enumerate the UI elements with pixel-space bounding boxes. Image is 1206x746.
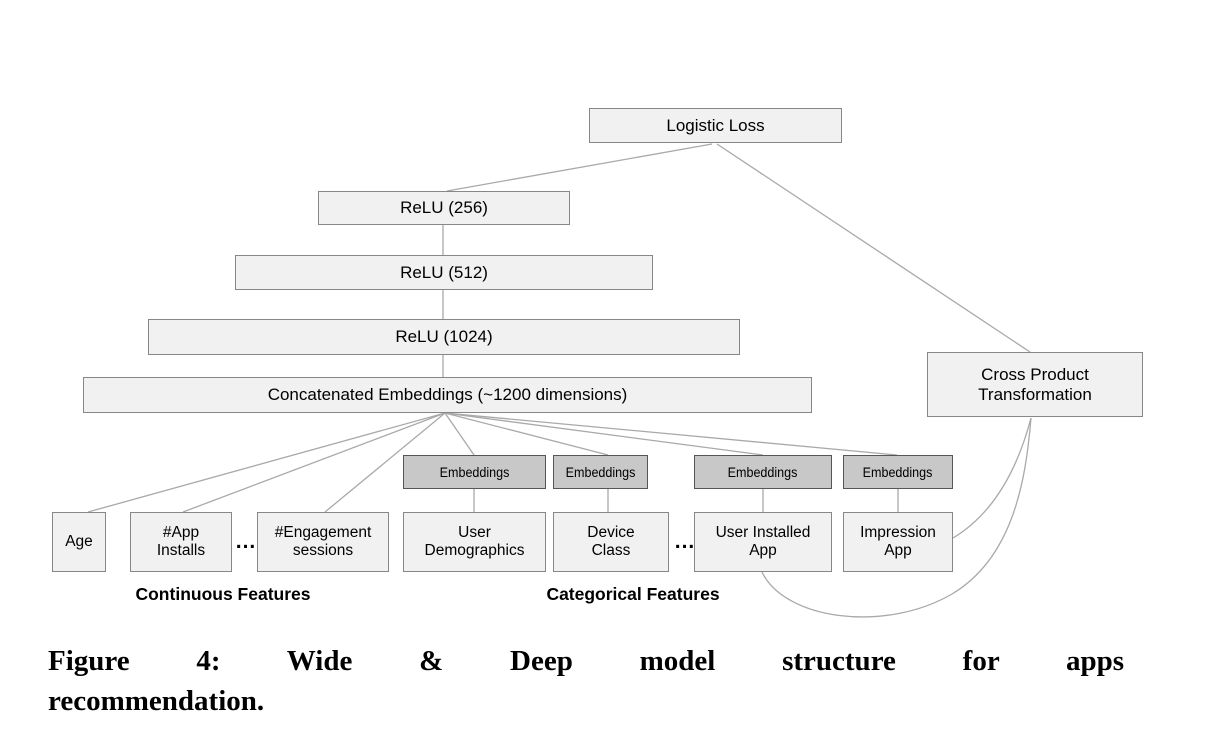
node-label: ReLU (256)	[400, 198, 488, 217]
edge-crossproduct-userinstalled-curve	[761, 417, 1032, 618]
node-label: Age	[65, 533, 93, 551]
ellipsis-categorical: ...	[674, 530, 696, 553]
node-relu-1024: ReLU (1024)	[148, 319, 740, 355]
label-categorical-features: Categorical Features	[546, 584, 720, 604]
node-embeddings-4: Embeddings	[843, 455, 953, 489]
node-label: Logistic Loss	[666, 115, 765, 135]
node-label: Impression App	[860, 524, 936, 559]
ellipsis-continuous: ...	[235, 530, 257, 553]
node-app-installs: #App Installs	[130, 512, 232, 572]
node-label: User Demographics	[424, 524, 525, 559]
node-label: #App Installs	[156, 524, 206, 559]
node-concatenated-embeddings: Concatenated Embeddings (~1200 dimension…	[83, 377, 812, 413]
node-label: User Installed App	[715, 524, 811, 559]
node-user-installed-app: User Installed App	[694, 512, 832, 572]
node-cross-product-transformation: Cross Product Transformation	[927, 352, 1143, 417]
node-relu-512: ReLU (512)	[235, 255, 653, 290]
node-relu-256: ReLU (256)	[318, 191, 570, 225]
node-device-class: Device Class	[553, 512, 669, 572]
node-label: #Engagement sessions	[274, 524, 372, 559]
figure-caption: Figure 4: Wide & Deep model structure fo…	[48, 641, 1124, 721]
node-label: Device Class	[587, 524, 635, 559]
edge-concat-engagement	[324, 412, 446, 513]
node-label: Concatenated Embeddings (~1200 dimension…	[267, 385, 628, 404]
node-label: Embeddings	[728, 464, 798, 480]
edge-concat-emb3	[444, 412, 764, 456]
edge-loss-relu256	[446, 143, 713, 192]
edge-concat-emb2	[444, 412, 609, 456]
node-age: Age	[52, 512, 106, 572]
edge-crossproduct-impression-curve	[952, 417, 1032, 539]
node-user-demographics: User Demographics	[403, 512, 546, 572]
node-impression-app: Impression App	[843, 512, 953, 572]
node-embeddings-3: Embeddings	[694, 455, 832, 489]
caption-line-2: recommendation.	[48, 685, 265, 717]
node-logistic-loss: Logistic Loss	[589, 108, 842, 143]
edge-concat-emb1	[444, 412, 475, 456]
node-label: Cross Product Transformation	[978, 364, 1092, 404]
label-continuous-features: Continuous Features	[135, 584, 311, 604]
node-engagement-sessions: #Engagement sessions	[257, 512, 389, 572]
edge-concat-age	[87, 412, 446, 513]
node-label: Embeddings	[565, 464, 636, 480]
edge-concat-emb4	[444, 412, 898, 456]
edge-concat-appinstalls	[182, 412, 446, 513]
caption-line-1: Figure 4: Wide & Deep model structure fo…	[48, 645, 1124, 677]
node-label: Embeddings	[439, 464, 510, 480]
node-embeddings-2: Embeddings	[553, 455, 648, 489]
node-label: ReLU (1024)	[395, 327, 493, 346]
node-label: Embeddings	[863, 464, 933, 480]
node-label: ReLU (512)	[400, 262, 488, 282]
edge-loss-crossproduct	[716, 143, 1031, 353]
node-embeddings-1: Embeddings	[403, 455, 546, 489]
